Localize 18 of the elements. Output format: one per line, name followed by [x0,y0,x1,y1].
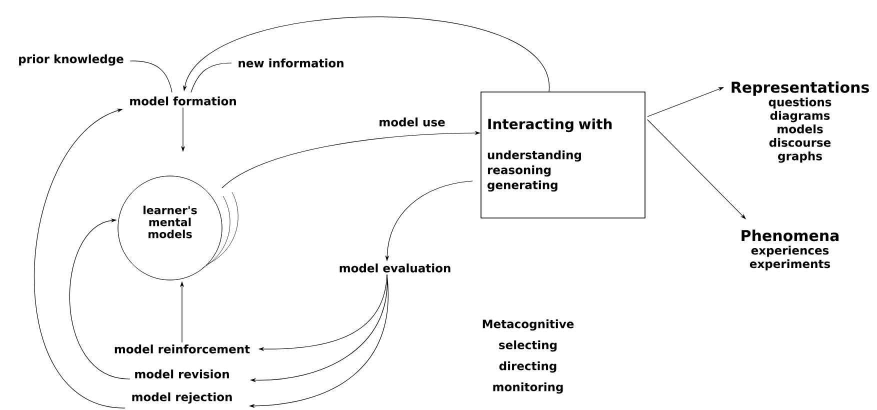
text-label: Metacognitive [482,319,574,331]
text-label: prior knowledge [19,54,124,66]
text-label: monitoring [493,382,563,394]
arrow [69,218,130,380]
text-label: directing [499,361,556,373]
stage-label: model evaluation [340,264,450,272]
category-list: Phenomena experiences experiments [742,230,839,270]
edge-label: model use [378,116,446,128]
stage-label: model rejection [132,392,232,404]
arrow [34,108,126,408]
text-label: selecting [499,340,557,352]
text-label: new information [238,58,344,68]
arrow [183,16,550,92]
stage-label: model formation [130,96,236,106]
process-box: Interacting with understanding reasoning generating [480,92,646,218]
category-list: Representations questions diagrams models discourse graphs [732,81,869,163]
stage-label: model revision [135,370,229,378]
stage-label: model reinforcement [114,344,250,354]
